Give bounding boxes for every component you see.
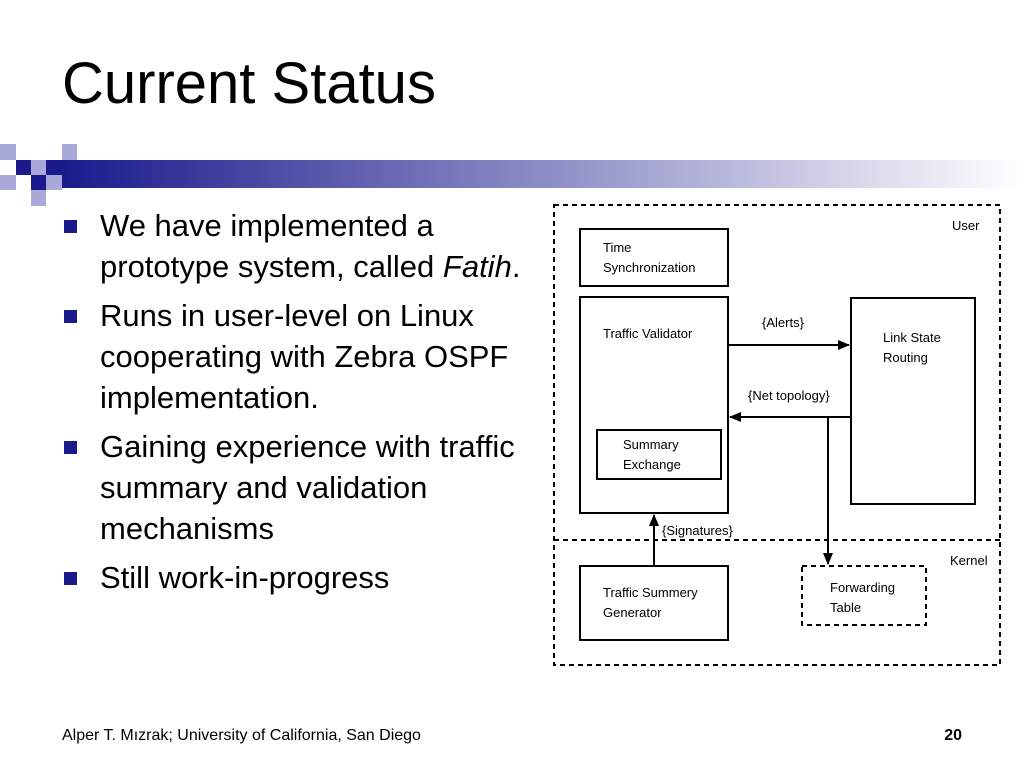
signatures-edge-label: {Signatures} — [662, 523, 733, 538]
bullet-square-icon — [64, 310, 77, 323]
bullet-square-icon — [64, 441, 77, 454]
gradient-bar — [62, 160, 1024, 188]
forwarding-table-box — [801, 565, 927, 626]
time-sync-label-1: Time — [603, 240, 631, 255]
bullet-item: We have implemented a prototype system, … — [62, 205, 532, 287]
time-sync-label-2: Synchronization — [603, 260, 696, 275]
link-state-label-1: Link State — [883, 330, 941, 345]
slide-title: Current Status — [62, 51, 436, 116]
forwarding-table-label-2: Table — [830, 600, 861, 615]
user-region-label: User — [952, 218, 980, 233]
traffic-summary-generator-box — [579, 565, 729, 641]
generator-label-1: Traffic Summery — [603, 585, 698, 600]
outer-dashed-border — [553, 204, 1001, 666]
forwarding-table-label-1: Forwarding — [830, 580, 895, 595]
time-sync-box — [579, 228, 729, 287]
bullet-square-icon — [64, 572, 77, 585]
slide-number: 20 — [944, 727, 962, 744]
bullet-list: We have implemented a prototype system, … — [62, 205, 532, 606]
footer-author: Alper T. Mızrak; University of Californi… — [62, 727, 421, 744]
summary-exchange-label-1: Summary — [623, 437, 679, 452]
kernel-region-label: Kernel — [950, 553, 988, 568]
alerts-edge-label: {Alerts} — [762, 315, 805, 330]
summary-exchange-box — [596, 429, 722, 480]
bullet-item: Gaining experience with traffic summary … — [62, 426, 532, 549]
bullet-square-icon — [64, 220, 77, 233]
decorative-squares — [0, 144, 77, 206]
summary-exchange-label-2: Exchange — [623, 457, 681, 472]
architecture-diagram: User Kernel Time Synchronization Traffic… — [553, 204, 1001, 666]
generator-label-2: Generator — [603, 605, 662, 620]
bullet-item: Still work-in-progress — [62, 557, 532, 598]
bullet-item: Runs in user-level on Linux cooperating … — [62, 295, 532, 418]
link-state-label-2: Routing — [883, 350, 928, 365]
link-state-routing-box — [850, 297, 976, 505]
traffic-validator-label: Traffic Validator — [603, 326, 693, 341]
net-topology-edge-label: {Net topology} — [748, 388, 830, 403]
title-decoration — [0, 144, 1024, 206]
